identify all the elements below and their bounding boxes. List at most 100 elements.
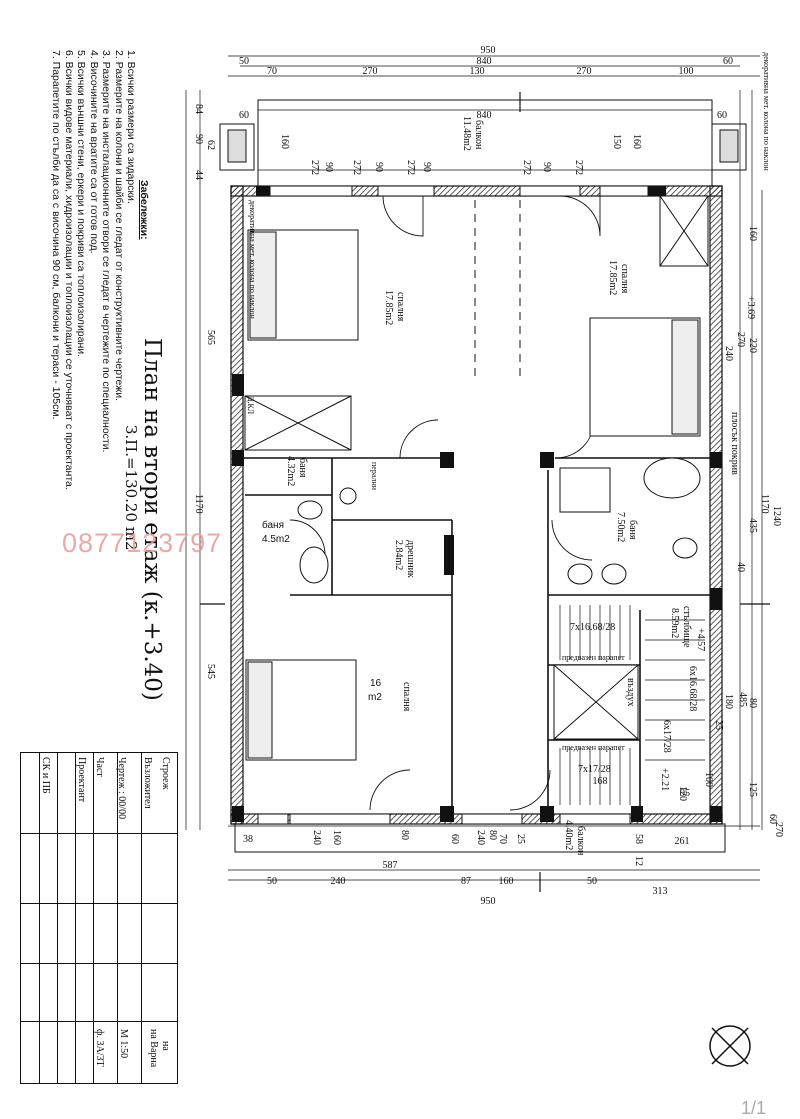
bottom-dimensions: 50 240 587 87 160 50 313 950 38 261 168 (243, 776, 690, 907)
dim-right: 60 (767, 814, 778, 824)
dim-bottom: 87 (461, 876, 471, 887)
dim-bottom: 80 (487, 830, 498, 840)
windows (257, 185, 649, 825)
dim-top: 950 (481, 45, 496, 56)
steps-1: 7x16.68/28 (570, 622, 615, 633)
dim-left: 565 (205, 330, 216, 345)
right-dimensions: 160 270 240 220 435 1170 1240 180 485 80… (677, 226, 784, 837)
dim-right: 220 (747, 338, 758, 353)
tb-row-label: Проектант (76, 757, 87, 803)
hidden-lines (474, 200, 521, 380)
dimension-lines (185, 55, 763, 881)
room-bed-left-name: спалня (395, 292, 406, 322)
dim-inner: 90 (541, 162, 552, 172)
dim-inner: 90 (323, 162, 334, 172)
dim-top: 100 (679, 66, 694, 77)
dim-right: 80 (747, 698, 758, 708)
steps-3: 6x17/28 (661, 720, 672, 753)
dim-right: 1170 (759, 494, 770, 514)
dim-inner: 90 (373, 162, 384, 172)
tb-divider (39, 753, 40, 1083)
parapet-2: предвазен парапет (562, 743, 625, 752)
dim-right: 120 (677, 786, 688, 801)
dim-bottom: 80 (399, 830, 410, 840)
dim-right: 125 (747, 782, 758, 797)
dim-inner: 150 (611, 134, 622, 149)
tb-right-label: на Варна (148, 1029, 159, 1068)
level-1: +4.57 (695, 628, 706, 651)
dim-right: 180 (723, 694, 734, 709)
deco-col-right: декоративна мет. колона по наклон (762, 52, 771, 172)
tb-divider (21, 1021, 177, 1022)
bath-fixtures (297, 457, 701, 585)
room-closet-name: дрешник (405, 540, 416, 578)
dim-top: 840 (477, 110, 492, 121)
dim-right: 435 (747, 518, 758, 533)
tb-row-label: Чертеж : 00/00 (116, 757, 127, 820)
dim-right: 95 (680, 788, 690, 799)
dim-left: 62 (205, 140, 216, 150)
stairs (559, 605, 705, 805)
dim-bottom: 950 (481, 896, 496, 907)
dim-top: 840 (477, 56, 492, 67)
dim-bottom: 12 (633, 856, 644, 866)
room-bed-left-area: 17.85m2 (383, 290, 394, 325)
dim-bottom: 50 (267, 876, 277, 887)
dim-inner: 90 (421, 162, 432, 172)
dim-top: 270 (577, 66, 592, 77)
left-dimensions: 84 90 62 44 565 1170 545 (193, 104, 216, 679)
dim-top: 50 (239, 56, 249, 67)
dim-bottom: 240 (331, 876, 346, 887)
dim-inner: 272 (405, 160, 416, 175)
dim-inner: 272 (309, 160, 320, 175)
dim-right: 100 (703, 772, 714, 787)
balcony-bottom-name: балкон (575, 826, 586, 856)
dim-bottom: 70 (497, 834, 508, 844)
dim-bottom: 261 (675, 836, 690, 847)
dim-right: 485 (737, 692, 748, 707)
tb-divider (21, 833, 177, 834)
tb-row-label: Строеж (160, 757, 171, 790)
dim-right: 25 (713, 720, 724, 730)
room-bath-hand-name: баня (262, 519, 284, 531)
dim-top: 60 (723, 56, 733, 67)
beds (244, 195, 709, 761)
room-closet-area: 2.84m2 (393, 540, 404, 570)
page-indicator: 1/1 (740, 1098, 766, 1118)
tb-row-label: Част (94, 757, 105, 777)
room-bath-big-name: баня (627, 520, 638, 540)
tb-divider (75, 753, 76, 1083)
room-bath-top-area: 4.32m2 (285, 456, 296, 486)
dim-bottom: 240 (475, 830, 486, 845)
dim-bottom: 50 (587, 876, 597, 887)
room-labels: спалня 17.85m2 спалня 17.85m2 баня 4.32m… (246, 52, 771, 856)
phone-watermark: 0877123797 (62, 528, 223, 558)
title-block: Строеж Възложител Чертеж : 00/00 Част Пр… (20, 752, 178, 1084)
room-bed-bottom-line1: 16 (370, 678, 382, 689)
balconies (219, 99, 747, 853)
dim-inner: 160 (279, 134, 290, 149)
balcony-top-name: балкон (473, 120, 484, 150)
balcony-bottom-area: 4.40m2 (563, 820, 574, 850)
level-2: +2.21 (659, 768, 670, 791)
tb-right-label: М 1:50 (118, 1029, 129, 1059)
dim-top: 60 (239, 110, 249, 121)
dim-right: 40 (735, 562, 746, 572)
interior-walls (243, 457, 710, 820)
tb-divider (57, 753, 58, 1083)
top-dimensions: 950 840 50 70 270 130 270 100 60 60 840 … (239, 45, 733, 121)
room-plosak: плосък покрив (729, 412, 740, 475)
dim-bottom: 160 (331, 830, 342, 845)
dim-left: 90 (193, 134, 204, 144)
dim-bottom: 25 (515, 834, 526, 844)
room-bed-bottom-line2: m2 (368, 692, 382, 703)
room-bath-hand-area: 4.5m2 (262, 534, 290, 545)
north-arrow-icon (709, 1025, 751, 1067)
room-utility: перални (370, 462, 379, 491)
level-3: +3.69 (745, 296, 756, 319)
dim-left: 1170 (193, 494, 204, 514)
room-vazduh: въздух (625, 678, 636, 707)
room-bath-big-area: 7.50m2 (615, 512, 626, 542)
dim-inner: 160 (631, 134, 642, 149)
